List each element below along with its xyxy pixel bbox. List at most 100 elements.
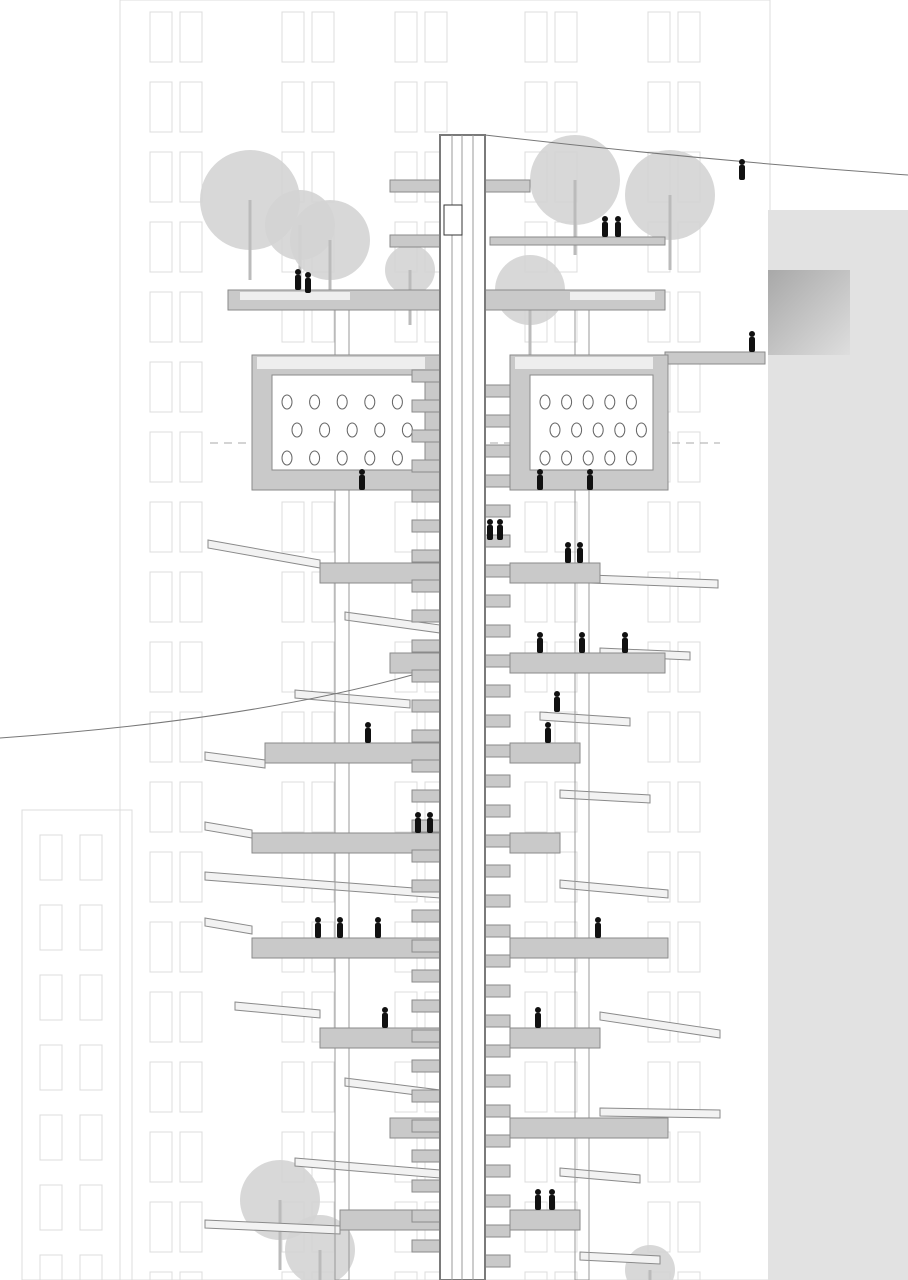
context-window — [424, 1271, 448, 1280]
climbing-hold — [291, 422, 303, 438]
context-window — [281, 641, 305, 693]
context-window — [524, 501, 548, 553]
climbing-hold — [281, 450, 293, 466]
context-window — [554, 851, 578, 903]
ramp — [234, 1001, 321, 1019]
context-window — [79, 974, 103, 1021]
context-window — [677, 361, 701, 413]
person-body — [602, 222, 608, 237]
person-head — [497, 519, 503, 525]
person-body — [315, 923, 321, 938]
stair-tread — [484, 894, 511, 908]
ramp — [599, 1107, 721, 1119]
climbing-hold — [539, 394, 551, 410]
context-window — [677, 81, 701, 133]
stair-tread — [484, 474, 511, 488]
stair-tread — [411, 1059, 441, 1073]
stair-tread — [411, 1029, 441, 1043]
context-window — [554, 1271, 578, 1280]
floor-slab — [509, 1209, 581, 1231]
climbing-hold — [346, 422, 358, 438]
context-window — [647, 1061, 671, 1113]
context-window — [677, 711, 701, 763]
stair-tread — [484, 984, 511, 998]
context-window — [79, 1044, 103, 1091]
ramp — [204, 917, 253, 935]
floor-slab — [664, 351, 766, 365]
person-head — [615, 216, 621, 222]
context-window — [524, 1061, 548, 1113]
elevator-cab — [443, 204, 463, 236]
context-window — [179, 1131, 203, 1183]
context-window — [394, 1271, 418, 1280]
context-window — [39, 1044, 63, 1091]
context-window — [281, 571, 305, 623]
context-window — [647, 851, 671, 903]
person-head — [295, 269, 301, 275]
floor-slab — [489, 236, 666, 246]
stair-tread — [411, 1089, 441, 1103]
planter-soil — [257, 357, 425, 369]
stair-tread — [484, 504, 511, 518]
context-window — [647, 81, 671, 133]
person-body — [549, 1195, 555, 1210]
person-head — [415, 812, 421, 818]
stair-tread — [411, 369, 441, 383]
person-head — [545, 722, 551, 728]
context-window — [179, 291, 203, 343]
context-window — [179, 11, 203, 63]
ramp — [207, 539, 321, 569]
stair-tread — [411, 399, 441, 413]
person-head — [537, 632, 543, 638]
climbing-hold — [539, 450, 551, 466]
context-window — [179, 81, 203, 133]
stair-tread — [484, 1104, 511, 1118]
context-window — [524, 851, 548, 903]
climbing-hold — [604, 450, 616, 466]
person-head — [739, 159, 745, 165]
context-window — [179, 151, 203, 203]
stair-tread — [411, 879, 441, 893]
floor-slab — [389, 179, 441, 193]
person-body — [359, 475, 365, 490]
person-body — [749, 337, 755, 352]
context-window — [677, 291, 701, 343]
stair-tread — [484, 1254, 511, 1268]
person-body — [537, 638, 543, 653]
context-window — [524, 81, 548, 133]
climbing-hold — [635, 422, 647, 438]
stair-tread — [411, 669, 441, 683]
context-window — [79, 1184, 103, 1231]
context-window — [677, 1131, 701, 1183]
context-window — [554, 1061, 578, 1113]
context-window — [149, 991, 173, 1043]
context-window — [394, 11, 418, 63]
person-body — [487, 525, 493, 540]
person-body — [535, 1195, 541, 1210]
stair-tread — [411, 849, 441, 863]
stair-tread — [411, 909, 441, 923]
context-window — [149, 1061, 173, 1113]
person-head — [579, 632, 585, 638]
person-head — [554, 691, 560, 697]
context-window — [311, 641, 335, 693]
context-window — [394, 151, 418, 203]
stair-tread — [484, 1164, 511, 1178]
stair-tread — [411, 939, 441, 953]
stair-tread — [484, 1224, 511, 1238]
context-window — [394, 81, 418, 133]
context-window — [149, 431, 173, 483]
neighbour-box — [768, 270, 850, 355]
person-head — [549, 1189, 555, 1195]
context-window — [647, 991, 671, 1043]
context-window — [39, 904, 63, 951]
context-window — [149, 571, 173, 623]
climbing-hold — [561, 450, 573, 466]
stair-tread — [411, 639, 441, 653]
context-window — [677, 781, 701, 833]
context-window — [149, 1271, 173, 1280]
context-window — [311, 1061, 335, 1113]
context-window — [677, 11, 701, 63]
context-window — [281, 81, 305, 133]
